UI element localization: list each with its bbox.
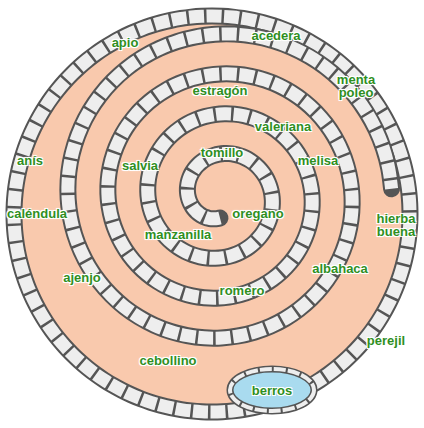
herb-label: romero [220,284,265,297]
herb-label: apio [112,36,139,49]
herb-label: albahaca [312,262,368,275]
herb-label: acedera [251,29,300,42]
spiral-bed [12,14,412,414]
herb-label: valeriana [255,120,311,133]
herb-label: anís [17,154,43,167]
outer-stone-wall-stones [14,16,410,412]
spiral-stone-wall [68,34,392,338]
pond-water [230,369,314,411]
outer-stone-wall [14,16,410,412]
herb-label: manzanilla [145,228,211,241]
herb-label: oregano [232,207,283,220]
pond-stones [230,369,314,411]
pond-label: berros [252,383,292,398]
herb-label: estragón [193,84,248,97]
herb-label: menta poleo [331,73,381,99]
herb-label: salvia [122,159,158,172]
herb-label: cebollino [139,354,196,367]
herb-label: tomillo [201,146,244,159]
herb-label: caléndula [7,207,67,220]
herb-label: perejil [367,334,405,347]
herb-label: ajenjo [63,271,101,284]
herb-label: melisa [298,154,338,167]
pond: berros [225,364,319,416]
herb-label: hierba buena [371,212,421,238]
spiral-stone-wall-stones [68,34,392,338]
